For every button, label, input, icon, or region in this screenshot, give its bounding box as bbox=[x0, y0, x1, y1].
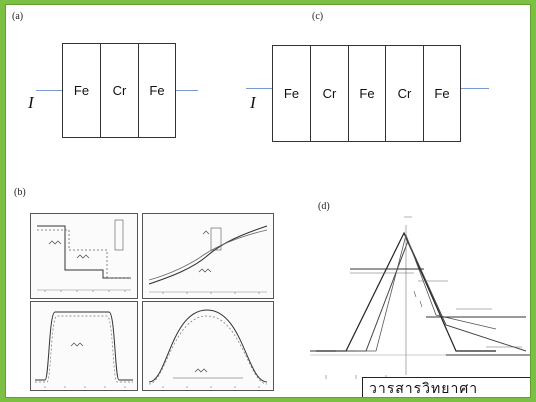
current-label-c: I bbox=[250, 93, 256, 112]
wire-c-left bbox=[246, 88, 272, 89]
layer-a-3: Fe bbox=[138, 43, 176, 138]
stack-a: Fe Cr Fe bbox=[62, 43, 176, 138]
plot-b-bottom-left bbox=[30, 301, 138, 391]
wire-c-right bbox=[461, 88, 489, 89]
layer-c-2: Cr bbox=[310, 45, 349, 142]
label-a: (a) bbox=[12, 11, 24, 22]
plot-b-top-left bbox=[30, 213, 138, 299]
plot-b-top-right bbox=[142, 213, 274, 299]
plot-b-bottom-right bbox=[142, 301, 274, 391]
label-b: (b) bbox=[14, 187, 26, 198]
layer-a-2: Cr bbox=[100, 43, 139, 138]
plot-b-bottom-right-graphic bbox=[148, 309, 268, 388]
wire-a-right bbox=[176, 90, 198, 91]
stack-c: Fe Cr Fe Cr Fe bbox=[272, 45, 461, 142]
layer-c-1: Fe bbox=[272, 45, 311, 142]
layer-a-1: Fe bbox=[62, 43, 101, 138]
current-label-a: I bbox=[28, 93, 34, 112]
label-d: (d) bbox=[318, 201, 330, 212]
diagram-d bbox=[310, 216, 530, 379]
plot-b-top-left-graphic bbox=[37, 219, 131, 292]
layer-c-4: Cr bbox=[385, 45, 424, 142]
wire-a-left bbox=[36, 90, 62, 91]
layer-c-5: Fe bbox=[423, 45, 461, 142]
plot-b-top-right-graphic bbox=[148, 225, 268, 294]
label-c: (c) bbox=[312, 11, 324, 22]
figure-frame: (a) Fe Cr Fe I (c) Fe Cr Fe Cr Fe I (b) bbox=[6, 5, 530, 397]
plot-b-bottom-left-graphic bbox=[35, 311, 133, 388]
layer-c-3: Fe bbox=[348, 45, 386, 142]
journal-caption: วารสารวิทยาศา bbox=[362, 377, 530, 397]
